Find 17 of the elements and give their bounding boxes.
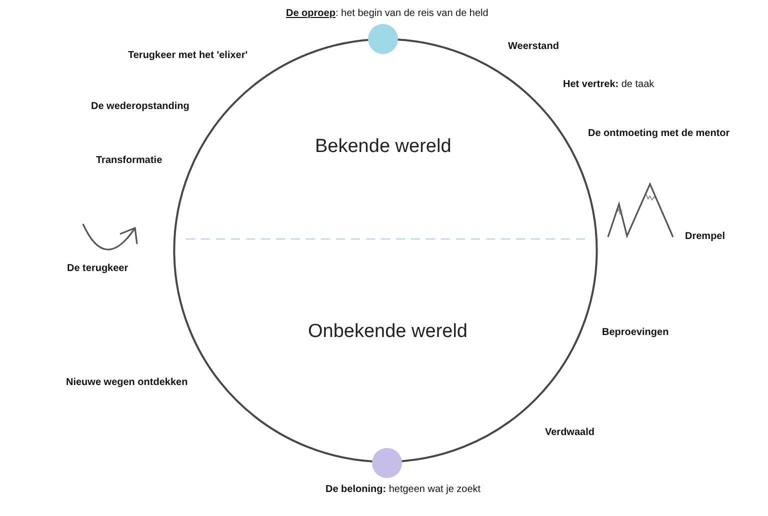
circle-marker — [368, 24, 398, 54]
stage-caption: De beloning: hetgeen wat je zoekt — [326, 482, 481, 496]
stage-label: Verdwaald — [545, 426, 594, 438]
stage-label: Beproevingen — [602, 326, 669, 338]
stage-caption: De oproep: het begin van de reis van de held — [286, 6, 488, 20]
region-label: Onbekende wereld — [308, 321, 468, 343]
circle-marker — [372, 448, 402, 478]
stage-label: Nieuwe wegen ontdekken — [66, 376, 188, 388]
stage-label: De ontmoeting met de mentor — [588, 126, 730, 140]
stage-label: Drempel — [685, 230, 726, 242]
stage-label: Weerstand — [508, 40, 559, 52]
stage-label: Transformatie — [96, 154, 162, 166]
stage-label: De wederopstanding — [91, 100, 190, 112]
region-label: Bekende wereld — [315, 136, 452, 158]
stage-label: Het vertrek: de taak — [563, 78, 654, 90]
stage-label: Terugkeer met het 'elixer' — [128, 48, 248, 62]
stage-label: De terugkeer — [67, 262, 128, 274]
